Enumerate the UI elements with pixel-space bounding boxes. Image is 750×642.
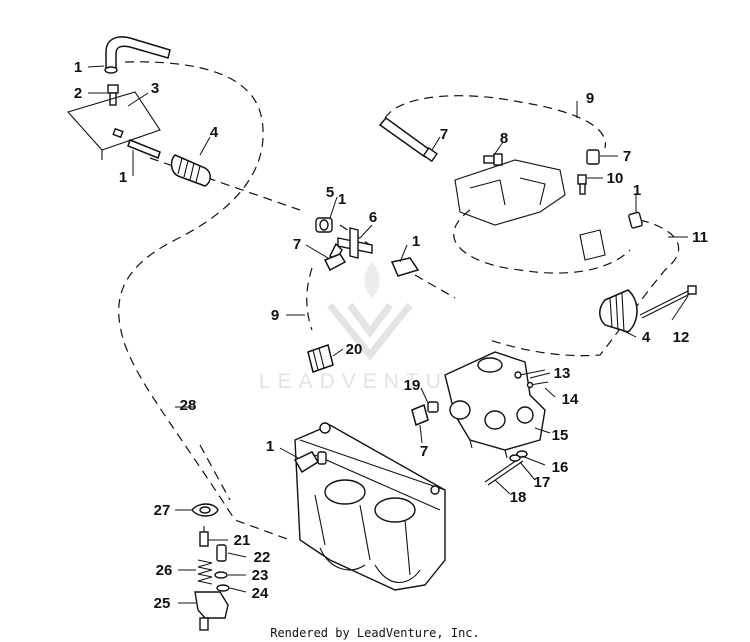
- callout-19: 19: [404, 377, 421, 394]
- corrugated-boot-4b: [599, 289, 638, 333]
- callout-4: 4: [642, 329, 651, 346]
- callout-1: 1: [266, 438, 274, 455]
- callout-1: 1: [338, 191, 346, 208]
- nipple-1-tube: [112, 127, 161, 159]
- base-plate-3: [67, 91, 161, 160]
- callout-6: 6: [369, 209, 377, 226]
- elbow-7-lower: [411, 403, 429, 427]
- callout-24: 24: [252, 585, 269, 602]
- bolt-14: [526, 381, 549, 389]
- callout-11: 11: [692, 229, 708, 246]
- callout-4: 4: [210, 124, 219, 141]
- coupler-20: [307, 344, 334, 373]
- callout-13: 13: [554, 365, 571, 382]
- hose-7-top: [378, 116, 438, 163]
- fitting-1-center: [390, 257, 420, 277]
- route-top-loop-9: [384, 95, 606, 149]
- fitting-8: [483, 153, 503, 166]
- callout-8: 8: [500, 130, 508, 147]
- callout-7: 7: [440, 126, 448, 143]
- callout-27: 27: [154, 502, 171, 519]
- callout-15: 15: [552, 427, 569, 444]
- callout-10: 10: [607, 170, 624, 187]
- callout-28: 28: [180, 397, 197, 414]
- callout-labels: 1 2 3 4 1 9 7 8 7 10 1 11 5 1 6 7 1 9 4 …: [74, 59, 708, 612]
- fitting-2: [107, 84, 119, 106]
- callout-9: 9: [586, 90, 594, 107]
- hose-1-top: [104, 36, 171, 74]
- callout-17: 17: [534, 474, 551, 491]
- callout-16: 16: [552, 459, 569, 476]
- hose-7-center: [323, 253, 347, 272]
- callout-21: 21: [234, 532, 251, 549]
- corrugated-boot-4a: [170, 154, 211, 187]
- callout-1: 1: [412, 233, 420, 250]
- callout-20: 20: [346, 341, 363, 358]
- cable-tie-12: [639, 285, 697, 319]
- spring-26: [197, 559, 213, 585]
- fitting-21: [199, 526, 209, 547]
- fitting-5: [315, 217, 333, 233]
- watermark: LEADVENTURE: [259, 262, 491, 393]
- fitting-7-right: [586, 149, 600, 165]
- callout-7: 7: [420, 443, 428, 460]
- callout-7: 7: [293, 236, 301, 253]
- callout-3: 3: [151, 80, 159, 97]
- callout-22: 22: [254, 549, 271, 566]
- route-right-loop-11: [489, 219, 680, 357]
- watermark-logo-icon: [327, 262, 413, 361]
- fitting-10: [577, 174, 587, 195]
- clip-27: [191, 503, 219, 517]
- washer-24: [216, 584, 230, 592]
- route-manifold-outline: [453, 209, 631, 274]
- callout-7: 7: [623, 148, 631, 165]
- route-lower-9: [306, 267, 313, 331]
- route-cooling-drop: [199, 444, 231, 501]
- callout-9: 9: [271, 307, 279, 324]
- callout-12: 12: [673, 329, 690, 346]
- leader-lines: [87, 65, 689, 604]
- callout-26: 26: [156, 562, 173, 579]
- carburetor-block: [294, 422, 446, 591]
- washer-16-17: [509, 450, 528, 462]
- callout-23: 23: [252, 567, 269, 584]
- callout-18: 18: [510, 489, 527, 506]
- callout-1: 1: [74, 59, 82, 76]
- callout-14: 14: [562, 391, 579, 408]
- valve-body-25: [194, 591, 229, 631]
- fitting-22: [216, 544, 227, 562]
- exhaust-manifold-15: [444, 351, 546, 459]
- callout-1: 1: [633, 182, 641, 199]
- footer-credit: Rendered by LeadVenture, Inc.: [270, 626, 480, 640]
- callout-25: 25: [154, 595, 171, 612]
- route-hose-1-loop: [118, 61, 291, 541]
- fitting-19: [427, 401, 439, 413]
- tee-6: [329, 227, 373, 261]
- manifold-block-upper: [454, 159, 606, 261]
- washer-23: [214, 571, 228, 579]
- bolt-13: [514, 369, 546, 379]
- callout-1: 1: [119, 169, 127, 186]
- watermark-text: LEADVENTURE: [259, 370, 491, 393]
- bolt-18: [484, 457, 524, 486]
- fitting-1-right: [628, 211, 643, 229]
- callout-5: 5: [326, 184, 334, 201]
- callout-2: 2: [74, 85, 82, 102]
- hose-1-engine: [293, 451, 327, 474]
